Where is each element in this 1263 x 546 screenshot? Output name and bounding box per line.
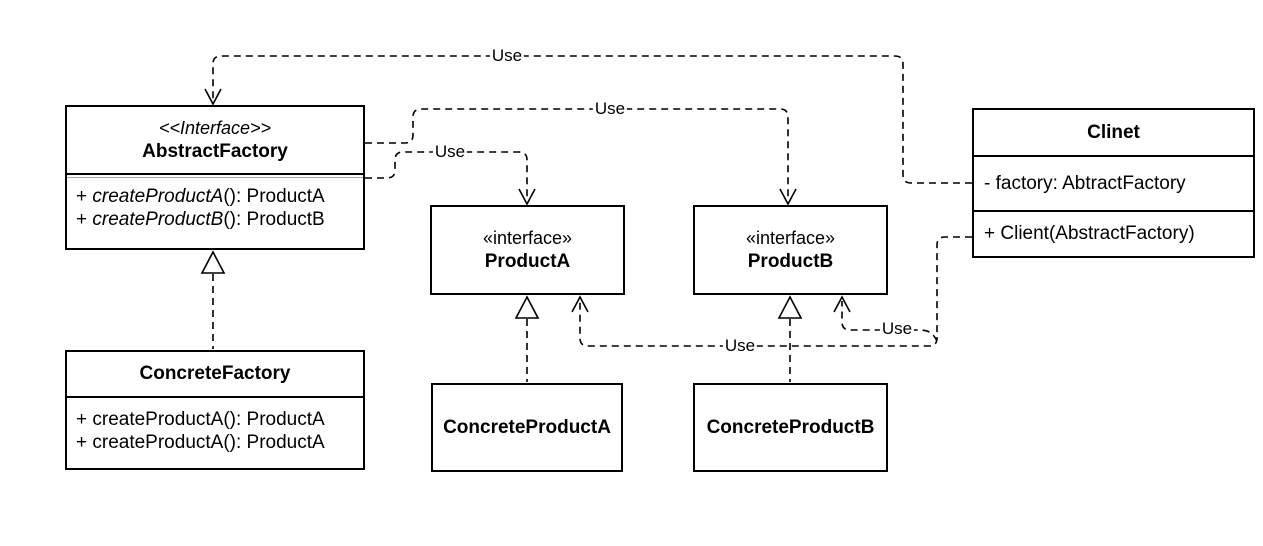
realization-triangle-product-a xyxy=(514,295,540,319)
method-create-product-a: + createProductA(): ProductA xyxy=(76,409,325,430)
method-create-product-b: + createProductB(): ProductB xyxy=(76,208,355,231)
method-signature: (): ProductA xyxy=(223,186,325,207)
compartment-separator xyxy=(974,210,1253,212)
edge-label-client-uses-abstract-factory: Use xyxy=(489,46,525,65)
edge-client-to-product-a xyxy=(579,236,972,347)
product-a-name: ProductA xyxy=(484,250,571,272)
method-create-product-a: + createProductA(): ProductA xyxy=(76,185,355,208)
abstract-factory-methods: + createProductA(): ProductA + createPro… xyxy=(67,178,363,248)
realization-triangle-abstract-factory xyxy=(200,250,226,274)
concrete-product-a-name: ConcreteProductA xyxy=(443,416,611,438)
client-attributes: - factory: AbtractFactory xyxy=(974,157,1253,210)
client-methods: + Client(AbstractFactory) xyxy=(974,212,1253,256)
method-name: createProductA xyxy=(92,186,224,207)
open-arrowhead-into-product-a-top xyxy=(518,188,536,206)
method-visibility: + xyxy=(76,209,93,230)
class-box-abstract-factory: <<Interface>> AbstractFactory + createPr… xyxy=(65,105,365,250)
edge-client-to-abstract-factory xyxy=(212,55,972,184)
method-client-constructor: + Client(AbstractFactory) xyxy=(984,223,1195,244)
edge-label-abstract-factory-uses-product-b: Use xyxy=(592,99,628,118)
product-b-name: ProductB xyxy=(747,250,834,272)
concrete-product-b-name: ConcreteProductB xyxy=(706,416,875,438)
concrete-factory-methods: + createProductA(): ProductA + createPro… xyxy=(67,398,363,468)
client-title: Clinet xyxy=(974,110,1253,155)
edge-client-to-product-b xyxy=(841,301,938,342)
compartment-separator-gray xyxy=(67,177,363,178)
open-arrowhead-into-product-b-bottom xyxy=(833,295,851,313)
product-a-stereotype: «interface» xyxy=(482,227,573,248)
product-b-stereotype: «interface» xyxy=(745,227,836,248)
abstract-factory-name: AbstractFactory xyxy=(142,140,288,162)
edge-abstract-factory-to-product-a xyxy=(365,151,528,199)
class-box-concrete-factory: ConcreteFactory + createProductA(): Prod… xyxy=(65,350,365,470)
open-arrowhead-into-product-a-bottom xyxy=(571,295,589,313)
abstract-factory-stereotype: <<Interface>> xyxy=(158,117,272,138)
open-arrowhead-into-abstract-factory-top xyxy=(204,88,222,106)
class-box-product-a: «interface» ProductA xyxy=(430,205,625,295)
edge-label-client-uses-product-a: Use xyxy=(722,336,758,355)
compartment-separator xyxy=(974,155,1253,157)
concrete-factory-title: ConcreteFactory xyxy=(67,352,363,396)
class-box-concrete-product-b: ConcreteProductB xyxy=(693,383,888,472)
class-box-concrete-product-a: ConcreteProductA xyxy=(431,383,623,472)
method-visibility: + xyxy=(76,186,93,207)
client-name: Clinet xyxy=(1087,121,1140,143)
class-box-client: Clinet - factory: AbtractFactory + Clien… xyxy=(972,108,1255,258)
attribute-factory: - factory: AbtractFactory xyxy=(984,172,1186,194)
concrete-factory-name: ConcreteFactory xyxy=(139,363,291,384)
abstract-factory-title: <<Interface>> AbstractFactory xyxy=(67,107,363,173)
edge-label-abstract-factory-uses-product-a: Use xyxy=(432,142,468,161)
realization-triangle-product-b xyxy=(777,295,803,319)
method-create-product-a-duplicate: + createProductA(): ProductA xyxy=(76,432,325,453)
class-box-product-b: «interface» ProductB xyxy=(693,205,888,295)
method-signature: (): ProductB xyxy=(223,209,325,230)
edge-label-client-uses-product-b: Use xyxy=(879,319,915,338)
compartment-separator xyxy=(67,396,363,398)
compartment-separator xyxy=(67,173,363,175)
open-arrowhead-into-product-b-top xyxy=(779,188,797,206)
method-name: createProductB xyxy=(92,209,224,230)
edge-abstract-factory-to-product-b xyxy=(365,108,789,199)
